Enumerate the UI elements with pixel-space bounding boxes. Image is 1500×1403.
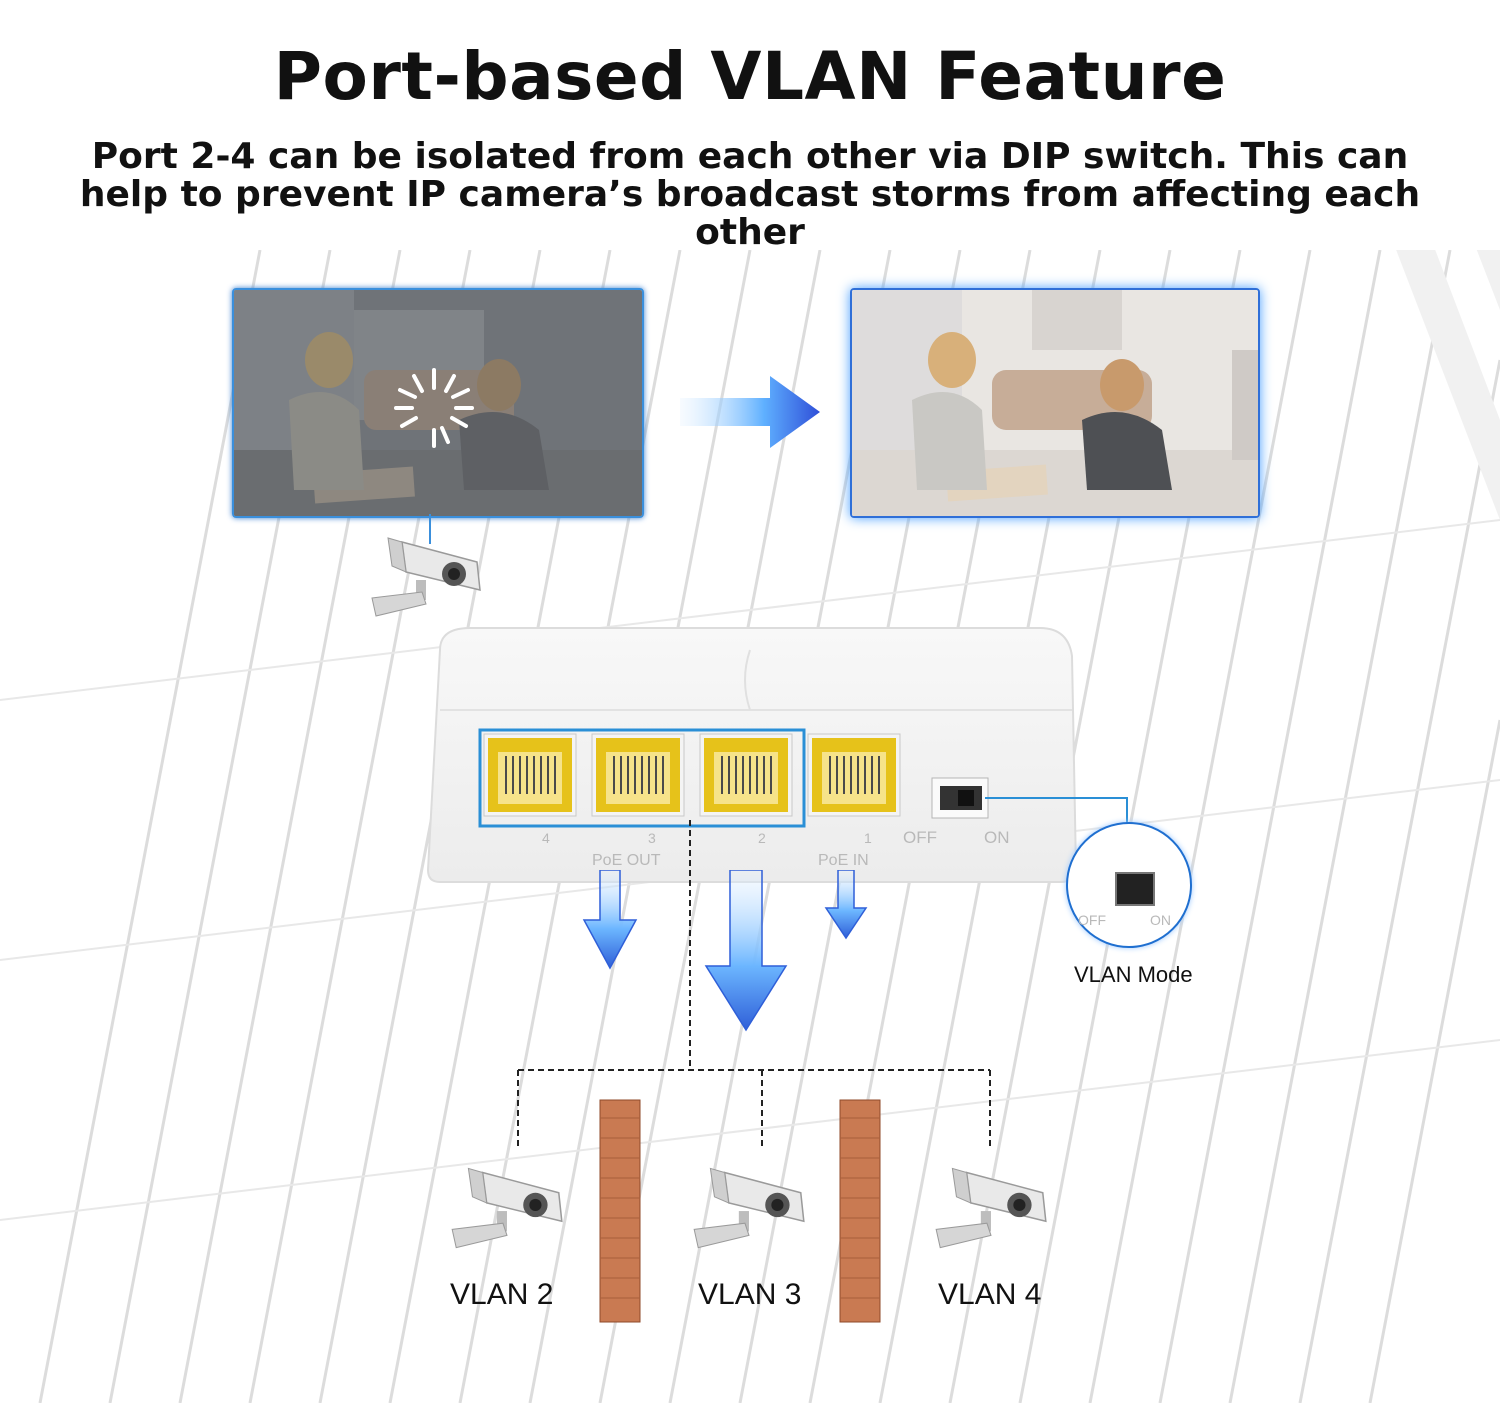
vlan-4-label: VLAN 4 xyxy=(938,1278,1042,1311)
port-number-1: 1 xyxy=(864,830,872,846)
firewall-brick-icon xyxy=(599,1099,641,1323)
ip-camera-icon xyxy=(935,1167,1047,1249)
vlan-mode-label: VLAN Mode xyxy=(1074,962,1193,987)
vlan-mode-switch[interactable] xyxy=(1115,872,1155,906)
vlan-mode-zoom: OFF ON xyxy=(1066,822,1192,948)
dip-switch[interactable] xyxy=(930,776,990,822)
port-number-3: 3 xyxy=(648,830,656,846)
ip-camera-icon xyxy=(693,1167,805,1249)
down-arrow-icon xyxy=(582,870,638,970)
port-1[interactable] xyxy=(807,733,901,817)
right-arrow-icon xyxy=(680,376,820,448)
vlan-mode-on: ON xyxy=(1150,912,1171,928)
port-number-2: 2 xyxy=(758,830,766,846)
firewall-brick-icon xyxy=(839,1099,881,1323)
vlan-3-label: VLAN 3 xyxy=(698,1278,802,1311)
switch-off-label: OFF xyxy=(903,828,937,847)
port-number-4: 4 xyxy=(542,830,550,846)
port-4[interactable] xyxy=(483,733,577,817)
page-subtitle: Port 2-4 can be isolated from each other… xyxy=(20,138,1480,252)
vlan-port-group-highlight xyxy=(478,728,806,828)
poe-in-label: PoE IN xyxy=(818,852,869,869)
down-arrow-icon xyxy=(704,870,788,1032)
vlan-connection-tree xyxy=(517,820,991,1150)
subtitle-line-1: Port 2-4 can be isolated from each other… xyxy=(91,136,1409,177)
port-3[interactable] xyxy=(591,733,685,817)
loading-spinner-icon xyxy=(394,368,474,448)
poe-out-label: PoE OUT xyxy=(592,852,661,869)
page-title: Port-based VLAN Feature xyxy=(273,38,1227,115)
port-2[interactable] xyxy=(699,733,793,817)
callout-line xyxy=(985,797,1128,831)
switch-on-label: ON xyxy=(984,828,1010,847)
camera-link-line xyxy=(429,514,431,544)
down-arrow-icon xyxy=(824,870,868,940)
vlan-mode-off: OFF xyxy=(1078,912,1106,928)
camera-feed-clear xyxy=(850,288,1260,518)
vlan-2-label: VLAN 2 xyxy=(450,1278,554,1311)
camera-feed-laggy xyxy=(232,288,644,518)
subtitle-line-2: help to prevent IP camera’s broadcast st… xyxy=(79,174,1421,253)
ip-camera-icon xyxy=(371,537,481,617)
data-flow-arrows xyxy=(582,870,868,1032)
rj45-ports xyxy=(478,728,901,828)
ip-camera-icon xyxy=(451,1167,563,1249)
